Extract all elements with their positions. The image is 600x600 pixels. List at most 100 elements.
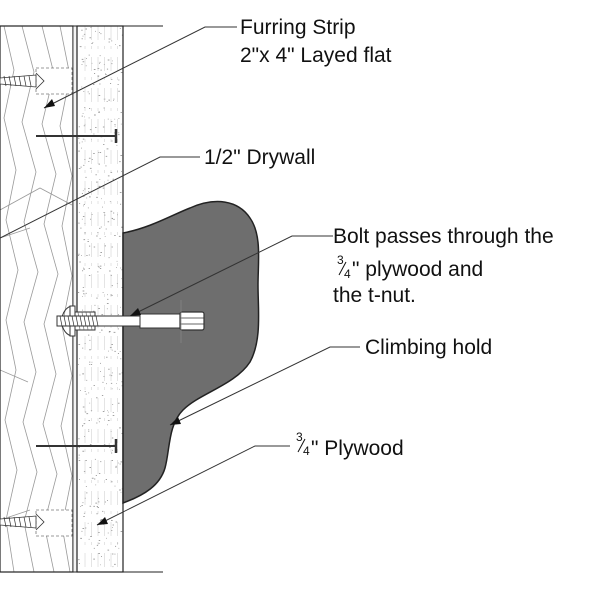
plywood-grain-mark [79, 261, 81, 263]
plywood-grain-mark [78, 255, 80, 256]
plywood-grain-mark [88, 431, 90, 432]
plywood-grain-mark [112, 218, 113, 220]
plywood-grain-mark [91, 477, 94, 479]
plywood-grain-mark [102, 411, 105, 412]
plywood-grain-mark [86, 492, 88, 494]
plywood-grain-mark [78, 253, 80, 255]
plywood-grain-mark [82, 450, 85, 452]
drywall-leader [0, 156, 200, 239]
plywood-grain-mark [87, 239, 89, 240]
plywood-grain-mark [112, 404, 114, 405]
plywood-grain-mark [110, 382, 113, 384]
plywood-grain-mark [120, 112, 122, 113]
plywood-grain-mark [83, 471, 86, 472]
plywood-grain-mark [82, 296, 83, 297]
plywood-grain-mark [82, 528, 85, 529]
plywood-grain-mark [83, 204, 85, 205]
plywood-grain-mark [78, 447, 80, 448]
plywood-grain-mark [105, 155, 108, 157]
plywood-grain-mark [117, 134, 120, 136]
plywood-grain-mark [94, 73, 96, 74]
plywood-grain-mark [111, 140, 113, 142]
plywood-grain-mark [103, 376, 105, 377]
plywood-grain-mark [117, 328, 119, 330]
plywood-grain-mark [88, 275, 91, 276]
plywood-grain-mark [100, 519, 103, 520]
plywood-grain-mark [83, 164, 85, 166]
plywood-grain-mark [121, 278, 122, 280]
plywood-grain-mark [79, 374, 81, 376]
plywood-grain-mark [97, 75, 100, 77]
plywood-grain-mark [108, 350, 109, 352]
plywood-grain-mark [111, 388, 113, 390]
plywood-grain-mark [111, 530, 113, 531]
plywood-grain-mark [95, 30, 96, 32]
plywood-grain-mark [99, 83, 101, 85]
plywood-grain-mark [115, 545, 117, 547]
plywood-grain-mark [111, 460, 113, 461]
plywood-grain-mark [78, 563, 80, 564]
plywood-grain-mark [84, 411, 87, 413]
plywood-grain-mark [108, 38, 111, 40]
plywood-grain-mark [99, 238, 101, 240]
plywood-grain-mark [113, 98, 115, 100]
plywood-grain-mark [111, 285, 113, 287]
plywood-grain-mark [93, 558, 95, 560]
plywood-grain-mark [102, 381, 104, 383]
plywood-arrow [97, 517, 108, 525]
plywood-grain-mark [88, 191, 90, 192]
plywood-grain-mark [83, 33, 86, 35]
plywood-grain-mark [115, 521, 118, 523]
furring-strip-leader [43, 26, 237, 109]
plywood-grain-mark [79, 203, 81, 204]
plywood-grain-mark [108, 368, 110, 370]
plywood-grain-mark [110, 83, 112, 84]
plywood-grain-mark [87, 241, 89, 242]
plywood-grain-mark [92, 42, 94, 43]
plywood-grain-mark [87, 207, 89, 209]
plywood-leader [96, 445, 290, 526]
plywood-grain-mark [94, 114, 96, 116]
plywood-grain-mark [114, 553, 116, 555]
plywood-grain-mark [99, 520, 102, 521]
plywood-grain-mark [99, 268, 102, 269]
plywood-grain-mark [113, 444, 115, 446]
plywood-grain-mark [96, 506, 98, 507]
plywood-grain-mark [100, 226, 102, 228]
plywood-grain-mark [115, 465, 117, 467]
plywood-grain-mark [85, 486, 87, 487]
plywood-grain-mark [120, 123, 122, 125]
plywood-grain-mark [112, 524, 114, 526]
bolt-label-line2-text: " plywood and [352, 258, 483, 281]
plywood-grain-mark [89, 339, 91, 341]
plywood-grain-mark [119, 161, 121, 163]
plywood-grain-mark [112, 412, 114, 413]
plywood-grain-mark [94, 458, 96, 460]
plywood-grain-mark [93, 385, 95, 386]
plywood-grain-mark [81, 530, 83, 532]
plywood-grain-mark [89, 467, 91, 468]
plywood-grain-mark [88, 392, 90, 394]
plywood-grain-mark [100, 252, 102, 253]
climbing-hold-shape [122, 200, 260, 505]
plywood-grain-mark [81, 64, 83, 65]
stud-screw-bottom [0, 509, 73, 537]
plywood-grain-mark [107, 414, 109, 416]
plywood-grain-mark [96, 397, 98, 399]
plywood-grain-mark [114, 563, 116, 565]
plywood-grain-mark [111, 217, 113, 219]
plywood-grain-mark [78, 222, 80, 224]
plywood-grain-mark [83, 239, 86, 241]
plywood-grain-mark [78, 344, 81, 345]
plywood-grain-mark [111, 295, 113, 296]
plywood-grain-mark [102, 292, 104, 293]
plywood-grain-mark [88, 538, 90, 540]
plywood-grain-mark [107, 118, 109, 120]
plywood-grain-mark [100, 33, 102, 35]
plywood-fraction-denominator: 4 [303, 444, 310, 458]
plywood-grain-mark [120, 461, 123, 463]
plywood-grain-mark [96, 235, 98, 237]
plywood-grain-mark [116, 144, 118, 146]
plywood-grain-mark [97, 507, 99, 508]
plywood-grain-mark [120, 531, 123, 532]
